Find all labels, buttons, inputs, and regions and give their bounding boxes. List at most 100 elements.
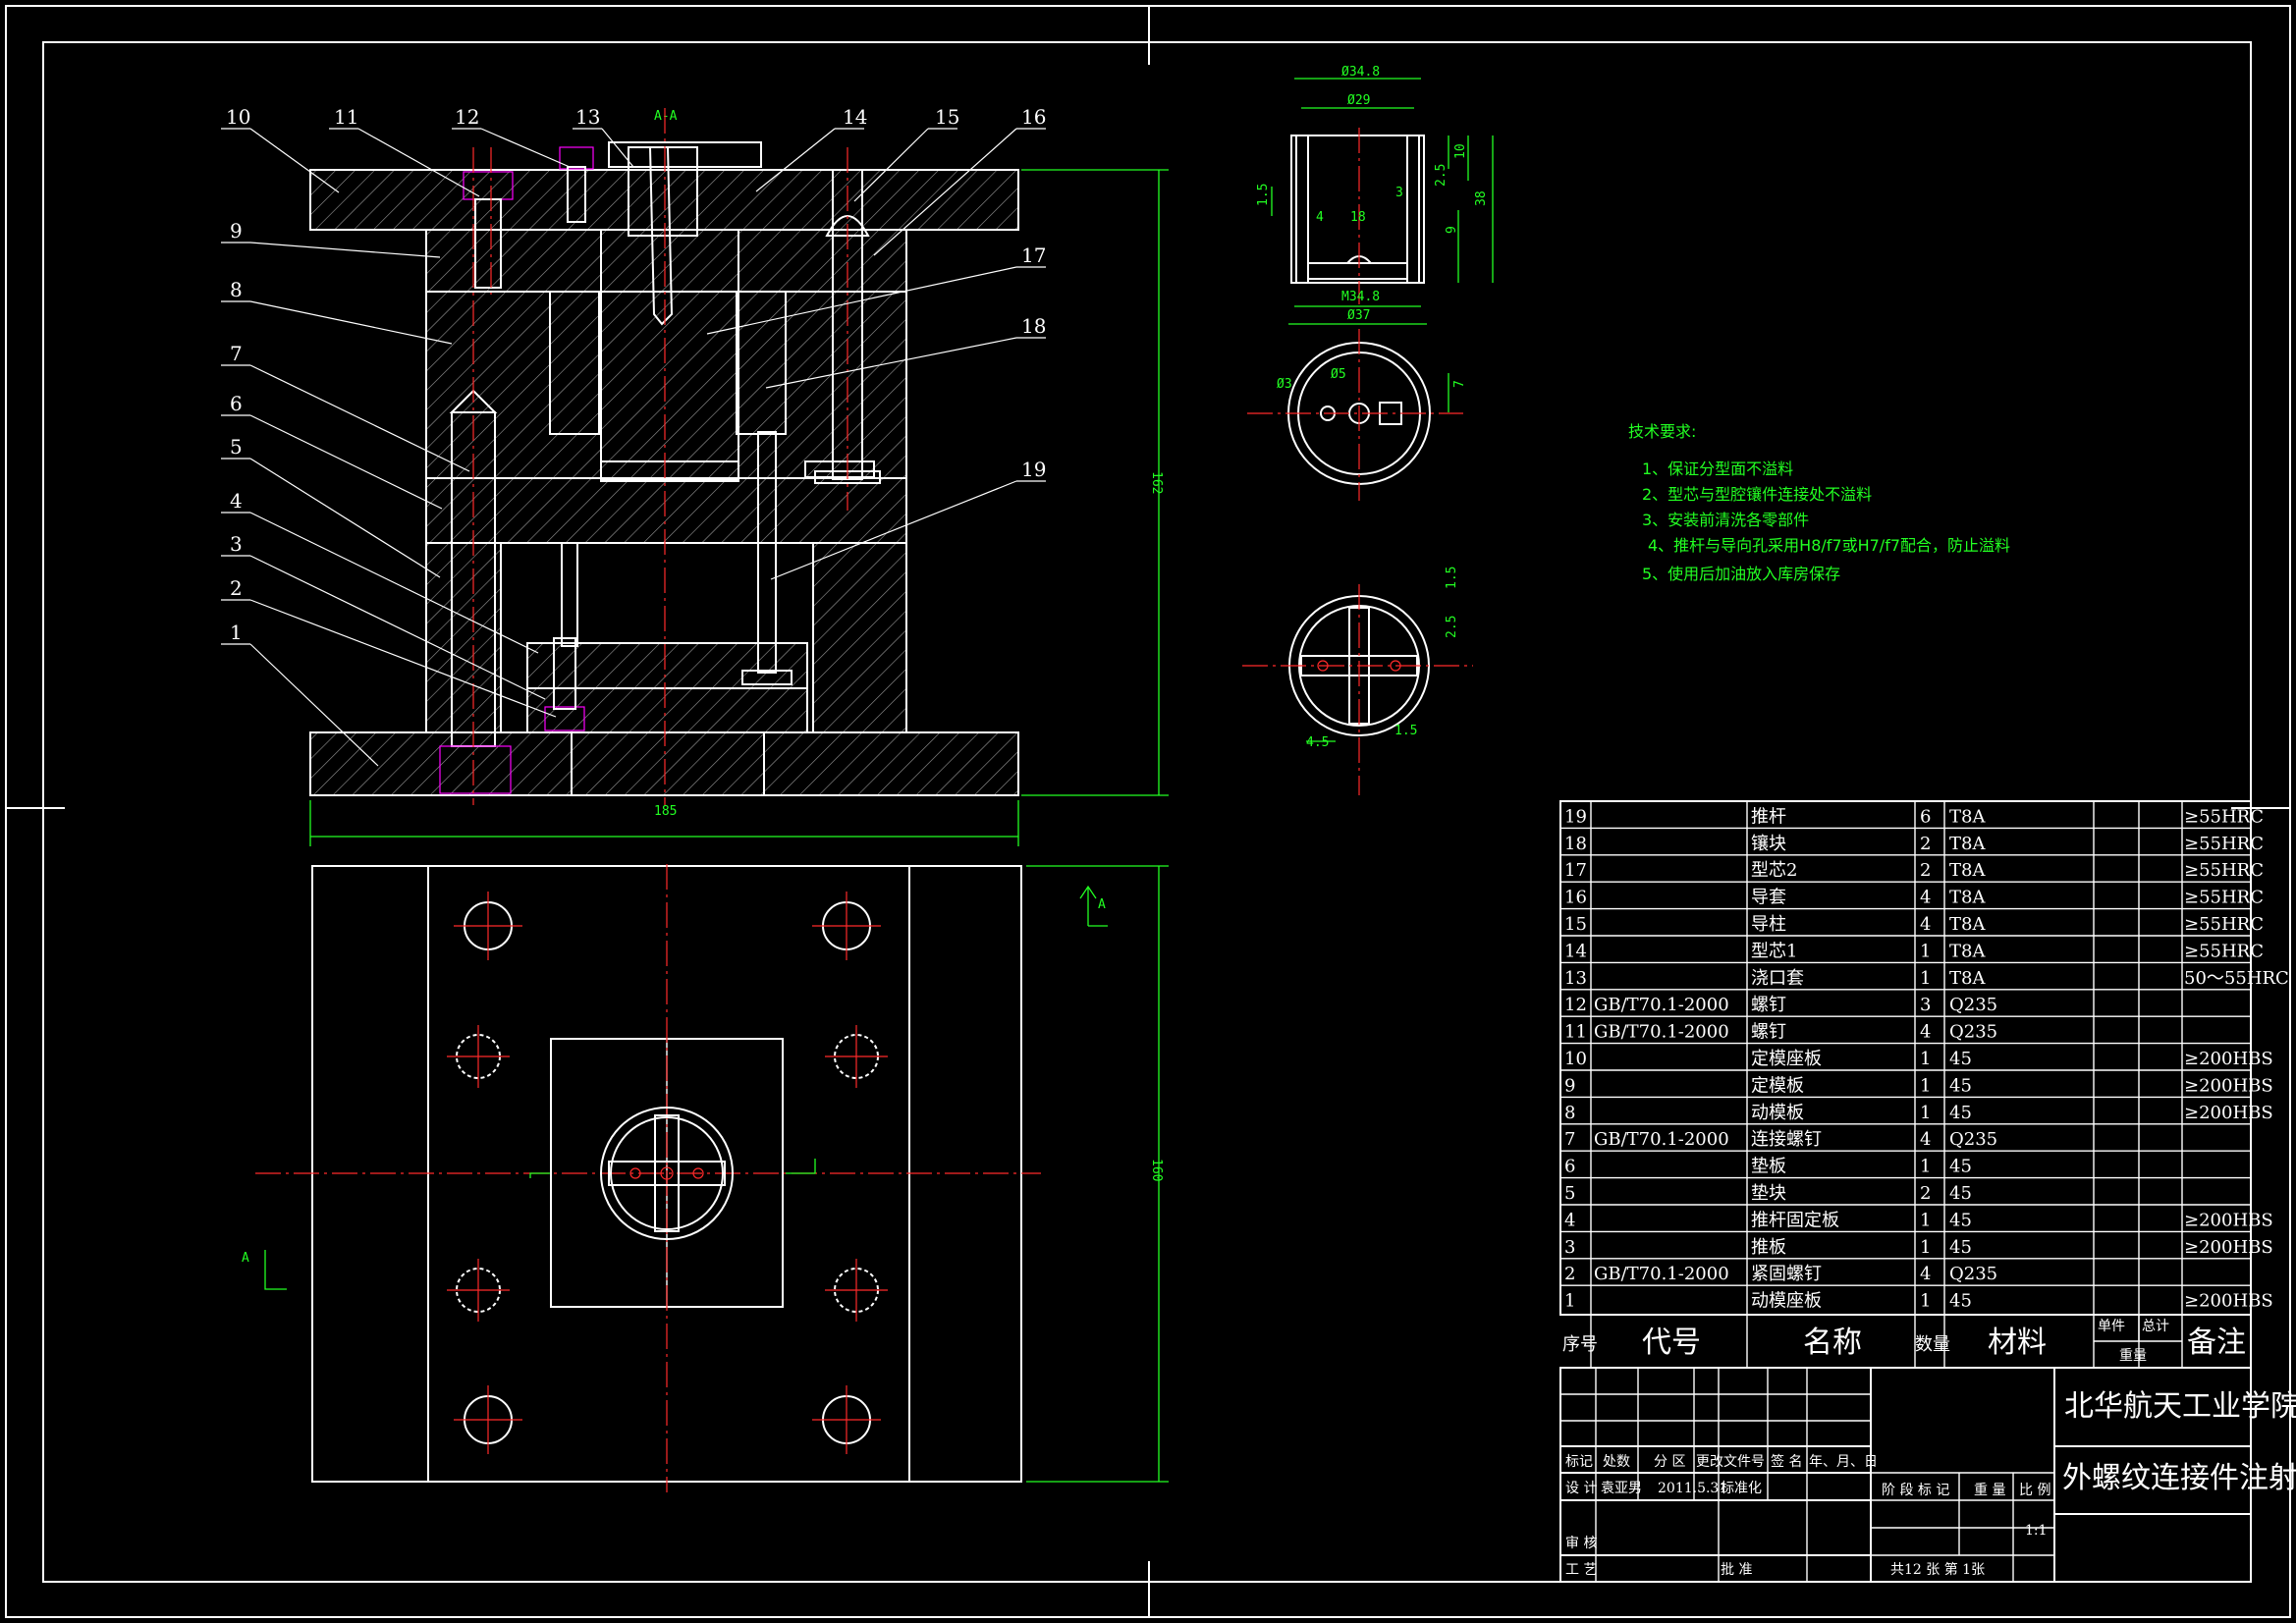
part-name: 型芯1 [1751,941,1797,961]
tb-scale: 比 例 [2019,1483,2050,1498]
dim-d3: Ø3 [1277,377,1292,392]
dim-10: 10 [1453,143,1468,159]
part-note: ≥55HRC [2184,806,2264,827]
dim-2-5-bottom: 2.5 [1445,616,1459,638]
tb-zone: 分 区 [1654,1454,1685,1470]
part-note: ≥200HBS [2184,1210,2273,1230]
part-no: 5 [1564,1183,1575,1204]
part-material: 45 [1949,1183,1972,1204]
tech-title: 技术要求: [1628,422,1696,441]
tb-design-date: 2011.5.31 [1658,1481,1727,1496]
part-no: 4 [1564,1210,1575,1230]
part-name: 推杆固定板 [1751,1210,1839,1230]
tb-designer: 袁亚男 [1601,1481,1642,1496]
part-qty: 1 [1920,1291,1931,1312]
part-no: 10 [1564,1049,1587,1069]
part-name: 镶块 [1751,834,1786,854]
part-name: 连接螺钉 [1751,1129,1822,1150]
hdr-total: 总计 [2142,1319,2169,1334]
dim-7: 7 [1452,380,1467,388]
part-material: T8A [1949,806,1986,827]
part-material: T8A [1949,834,1986,854]
part-material: Q235 [1949,1264,1997,1284]
part-material: 45 [1949,1103,1972,1123]
part-name: 导柱 [1751,914,1786,935]
part-note: ≥200HBS [2184,1075,2273,1096]
hdr-note: 备注 [2187,1325,2246,1360]
tech-item-2: 2、型芯与型腔镶件连接处不溢料 [1642,485,1872,504]
tb-date: 年、月、日 [1809,1454,1878,1470]
callout-7: 7 [230,342,243,365]
tb-design: 设 计 [1565,1481,1597,1496]
technical-requirements: 技术要求: 1、保证分型面不溢料 2、型芯与型腔镶件连接处不溢料 3、安装前清洗… [1628,422,2010,583]
part-code: GB/T70.1-2000 [1594,1264,1729,1284]
part-no: 19 [1564,806,1587,827]
ejector-pin [757,431,777,674]
part-material: T8A [1949,860,1986,881]
part-top-view [600,1107,734,1240]
part-qty: 4 [1920,1129,1931,1150]
part-material: Q235 [1949,995,1997,1015]
part-material: 45 [1949,1291,1972,1312]
part-code: GB/T70.1-2000 [1594,1129,1729,1150]
callout-17: 17 [1021,243,1046,267]
part-material: 45 [1949,1210,1972,1230]
dim-d-outer: Ø34.8 [1341,65,1380,80]
part-no: 11 [1564,1022,1587,1043]
part-qty: 4 [1920,1022,1931,1043]
callout-6: 6 [230,392,243,415]
part-material: 45 [1949,1237,1972,1258]
part-qty: 1 [1920,941,1931,961]
ejector-plate [526,687,808,733]
callout-1: 1 [230,621,243,644]
part-no: 9 [1564,1075,1575,1096]
part-qty: 4 [1920,888,1931,908]
tech-item-5: 5、使用后加油放入库房保存 [1642,565,1840,583]
hdr-name: 名称 [1803,1325,1862,1360]
tb-approve: 批 准 [1721,1562,1752,1578]
dim-1-5-bottom: 1.5 [1394,724,1417,738]
tech-item-3: 3、安装前清洗各零部件 [1642,511,1809,529]
part-qty: 4 [1920,914,1931,935]
dim-160: 160 [1149,1159,1164,1181]
part-no: 2 [1564,1264,1575,1284]
part-qty: 1 [1920,1157,1931,1177]
tb-drawing-title: 外螺纹连接件注射装配图 [2062,1461,2296,1495]
part-no: 7 [1564,1129,1575,1150]
part-qty: 2 [1920,860,1931,881]
callout-5: 5 [230,435,243,459]
part-no: 13 [1564,968,1587,989]
callout-12: 12 [455,105,479,129]
part-no: 3 [1564,1237,1575,1258]
part-name: 定模板 [1751,1075,1804,1096]
part-no: 8 [1564,1103,1575,1123]
tb-count: 处数 [1603,1454,1630,1470]
part-note: ≥200HBS [2184,1049,2273,1069]
dim-2-5: 2.5 [1434,164,1449,187]
view-arrow-label-top: A [1098,897,1106,912]
guide-holes [447,892,888,1454]
view-arrow-label-left: A [242,1251,249,1266]
part-material: 45 [1949,1049,1972,1069]
part-note: ≥55HRC [2184,834,2264,854]
sheet-border [5,5,2291,1618]
part-name: 推杆 [1751,806,1786,827]
part-no: 17 [1564,860,1587,881]
tb-weight: 重 量 [1974,1483,2005,1498]
part-name: 动模座板 [1751,1291,1822,1312]
part-section: Ø34.8 Ø29 M34.8 Ø37 38 10 2.5 9 3 18 4 1… [1256,65,1494,325]
part-qty: 1 [1920,1210,1931,1230]
part-note: ≥55HRC [2184,914,2264,935]
part-note: ≥200HBS [2184,1237,2273,1258]
dim-9: 9 [1445,226,1459,234]
part-qty: 1 [1920,1237,1931,1258]
tb-sign: 签 名 [1771,1453,1802,1470]
part-note: ≥55HRC [2184,888,2264,908]
dim-d37: Ø37 [1347,308,1370,323]
dim-1-5: 1.5 [1256,184,1271,206]
part-qty: 1 [1920,1049,1931,1069]
part-note: ≥55HRC [2184,860,2264,881]
callout-8: 8 [230,278,243,301]
part-no: 12 [1564,995,1587,1015]
